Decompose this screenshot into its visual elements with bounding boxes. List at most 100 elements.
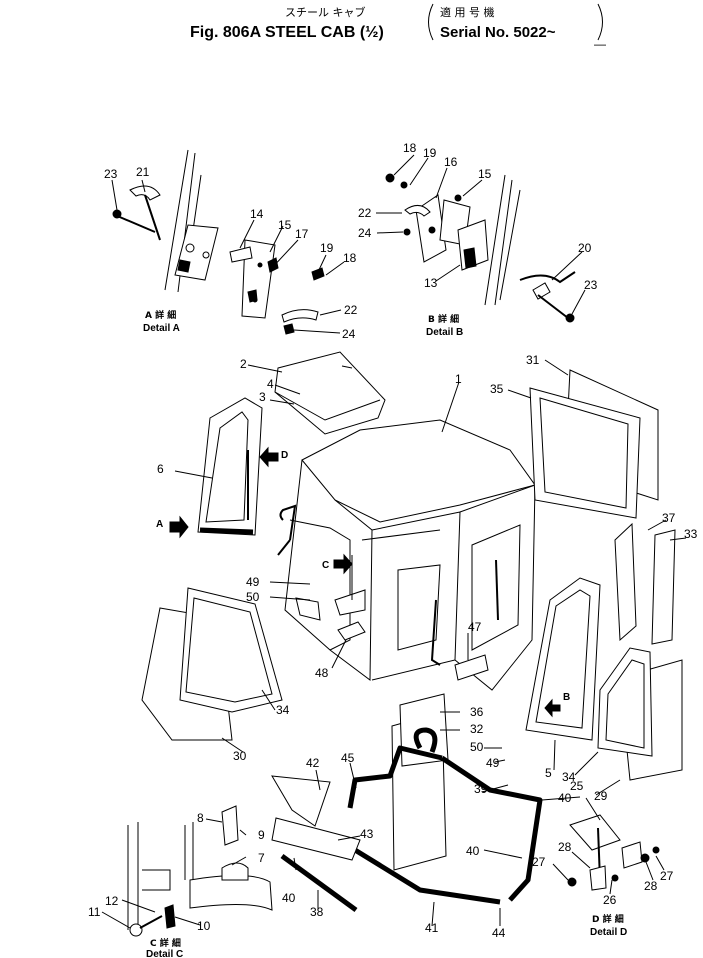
detail-a-jp: A 詳 細 — [145, 309, 176, 321]
callout-c45: 45 — [341, 751, 355, 765]
moldings — [271, 745, 543, 913]
callout-c47: 47 — [468, 620, 482, 634]
header: スチール キャブ 適 用 号 機 Fig. 806A STEEL CAB (½)… — [190, 3, 606, 51]
callout-c28b: 28 — [644, 879, 658, 893]
bracket-right — [597, 3, 603, 41]
detail-d-jp: D 詳 細 — [592, 913, 624, 925]
detail-d-drawing — [567, 814, 660, 891]
callout-c19b: 19 — [423, 146, 437, 160]
callout-c15b: 15 — [478, 167, 492, 181]
door-5 — [525, 577, 601, 741]
callout-c48: 48 — [315, 666, 329, 680]
bracket-left — [428, 3, 434, 41]
callout-c18a: 18 — [343, 251, 357, 265]
arrow-a-icon — [169, 515, 189, 539]
callout-c39: 39 — [474, 782, 488, 796]
callout-c1: 1 — [455, 372, 462, 386]
cab-body — [277, 419, 536, 691]
detail-c-drawing — [127, 805, 273, 937]
callout-c32: 32 — [470, 722, 484, 736]
callout-c15a: 15 — [278, 218, 292, 232]
callout-c35: 35 — [490, 382, 504, 396]
left-window — [141, 587, 283, 741]
detail-captions: A 詳 細 Detail A B 詳 細 Detail B C 詳 細 Deta… — [143, 309, 627, 958]
callout-c27b: 27 — [660, 869, 674, 883]
callout-c34a: 34 — [276, 703, 290, 717]
serial-number: Serial No. 5022~ — [440, 24, 556, 41]
callout-c40a: 40 — [558, 791, 572, 805]
roof-plate-2 — [274, 351, 386, 435]
detail-c-jp: C 詳 細 — [150, 937, 181, 949]
callout-c50a: 50 — [246, 590, 260, 604]
right-window — [597, 647, 683, 781]
detail-b-leaders — [376, 154, 586, 315]
callout-c43: 43 — [360, 827, 374, 841]
callout-cB: B — [563, 692, 570, 703]
callout-c26: 26 — [603, 893, 617, 907]
small-rear-glass — [614, 522, 676, 645]
callout-c18b: 18 — [403, 141, 417, 155]
callout-cD: D — [281, 450, 288, 461]
callout-c24b: 24 — [358, 226, 372, 240]
callout-c22b: 22 — [358, 206, 372, 220]
detail-b-drawing — [385, 173, 576, 323]
callout-c36: 36 — [470, 705, 484, 719]
callout-c49a: 49 — [246, 575, 260, 589]
callout-c21: 21 — [136, 165, 150, 179]
callout-c2: 2 — [240, 357, 247, 371]
callout-c40b: 40 — [466, 844, 480, 858]
detail-a-leaders — [111, 179, 345, 334]
callout-c23b: 23 — [584, 278, 598, 292]
callout-c17: 17 — [295, 227, 309, 241]
callout-c50b: 50 — [470, 740, 484, 754]
callout-cA: A — [156, 519, 163, 530]
callout-c19a: 19 — [320, 241, 334, 255]
callout-c38: 38 — [310, 905, 324, 919]
detail-c-leaders — [101, 818, 247, 929]
callout-c13: 13 — [424, 276, 438, 290]
callout-c42: 42 — [306, 756, 320, 770]
callout-c49b: 49 — [486, 756, 500, 770]
callout-c8: 8 — [197, 811, 204, 825]
detail-d-label: Detail D — [590, 927, 627, 938]
callout-c16: 16 — [444, 155, 458, 169]
detail-b-jp: B 詳 細 — [428, 313, 459, 325]
detail-c-label: Detail C — [146, 949, 183, 958]
door-6 — [197, 397, 263, 536]
callout-c7: 7 — [258, 851, 265, 865]
jp-serial: 適 用 号 機 — [440, 5, 495, 19]
main-leaders — [174, 359, 687, 927]
callout-c5: 5 — [545, 766, 552, 780]
callout-c27a: 27 — [532, 855, 546, 869]
callout-c33: 33 — [684, 527, 698, 541]
arrow-b-icon — [544, 698, 561, 718]
callout-c14: 14 — [250, 207, 264, 221]
callout-c24a: 24 — [342, 327, 356, 341]
view-arrows — [169, 446, 561, 718]
callout-c22a: 22 — [344, 303, 358, 317]
arrow-d-icon — [259, 446, 279, 468]
callout-c29: 29 — [594, 789, 608, 803]
callout-c25: 25 — [570, 779, 584, 793]
callout-c9: 9 — [258, 828, 265, 842]
callout-c40c: 40 — [282, 891, 296, 905]
callout-c11: 11 — [88, 905, 101, 919]
callout-labels: 23 21 14 15 17 19 18 22 24 18 19 16 15 2… — [88, 141, 698, 940]
callout-c4: 4 — [267, 377, 274, 391]
callout-c34b: 34 — [562, 770, 576, 784]
callout-c28a: 28 — [558, 840, 572, 854]
header-mark: — — [594, 37, 606, 51]
callout-c31: 31 — [526, 353, 540, 367]
callout-c10: 10 — [197, 919, 211, 933]
figure-title: Fig. 806A STEEL CAB (½) — [190, 24, 384, 41]
detail-a-label: Detail A — [143, 323, 180, 334]
callout-c12: 12 — [105, 894, 119, 908]
callout-c37: 37 — [662, 511, 676, 525]
callout-c30: 30 — [233, 749, 247, 763]
rear-window — [529, 369, 659, 519]
callout-c41: 41 — [425, 921, 439, 935]
front-window — [391, 693, 449, 871]
arrow-c-icon — [333, 553, 353, 575]
detail-b-label: Detail B — [426, 327, 463, 338]
